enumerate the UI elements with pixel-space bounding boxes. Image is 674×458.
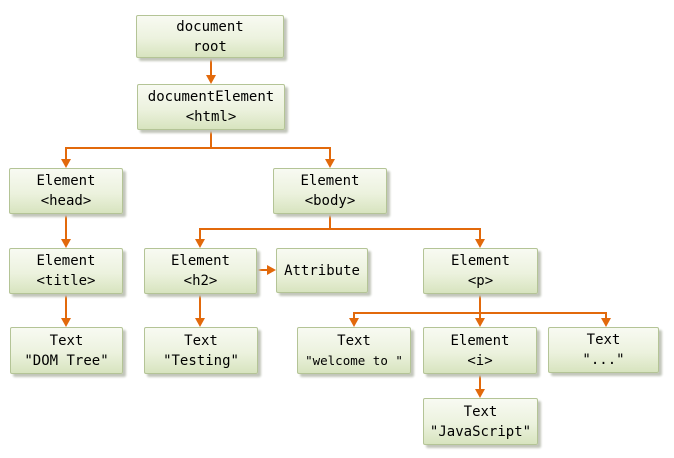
node-element-body: Element <body> <box>273 168 387 214</box>
node-document-root-value: root <box>193 38 227 55</box>
node-text-welcome-type: Text <box>337 332 371 349</box>
arrowhead-testing <box>195 318 205 327</box>
node-text-testing: Text "Testing" <box>144 327 258 374</box>
arrowhead-title <box>61 239 71 248</box>
node-element-i-type: Element <box>450 332 510 349</box>
node-text-dom-tree: Text "DOM Tree" <box>10 327 123 374</box>
node-element-i-value: <i> <box>467 352 493 369</box>
node-element-head-type: Element <box>36 173 96 189</box>
node-text-dom-tree-value: "DOM Tree" <box>24 352 109 369</box>
node-document-root-type: document <box>176 18 244 35</box>
node-attribute: Attribute <box>276 248 368 293</box>
node-document-element: documentElement <html> <box>137 84 285 130</box>
arrowhead-h2 <box>195 239 205 248</box>
node-element-body-value: <body> <box>304 193 356 209</box>
node-text-dom-tree-type: Text <box>49 332 84 349</box>
arrowhead-body <box>325 159 335 168</box>
node-text-testing-value: "Testing" <box>163 352 239 369</box>
node-element-head-value: <head> <box>40 193 92 209</box>
node-text-testing-type: Text <box>184 332 218 349</box>
node-attribute-type: Attribute <box>284 262 360 279</box>
arrowhead-dots <box>601 318 611 327</box>
node-element-p-type: Element <box>450 253 510 269</box>
node-element-h2-type: Element <box>170 253 230 269</box>
node-document-element-value: <html> <box>185 109 237 125</box>
arrowhead-root-html <box>206 75 216 84</box>
node-text-dots-type: Text <box>586 332 621 348</box>
arrowhead-i <box>475 318 485 327</box>
node-element-title: Element <title> <box>9 248 123 294</box>
node-text-javascript-value: "JavaScript" <box>429 423 532 440</box>
node-element-p: Element <p> <box>423 248 538 294</box>
arrowhead-javascript <box>475 389 485 398</box>
arrowhead-head <box>61 159 71 168</box>
arrowhead-welcome <box>349 318 359 327</box>
node-document-root: document root <box>136 15 284 58</box>
node-element-body-type: Element <box>300 173 360 189</box>
node-element-p-value: <p> <box>467 273 494 289</box>
node-element-title-type: Element <box>36 253 96 269</box>
node-element-h2-value: <h2> <box>183 273 218 289</box>
node-text-welcome-value: "welcome to " <box>305 352 403 368</box>
arrowhead-domtree <box>61 318 71 327</box>
node-text-javascript: Text "JavaScript" <box>423 398 538 445</box>
node-text-dots: Text "..." <box>548 327 659 373</box>
node-text-javascript-type: Text <box>463 403 498 420</box>
node-element-head: Element <head> <box>9 168 123 214</box>
arrowhead-attribute <box>267 265 276 275</box>
node-element-h2: Element <h2> <box>144 248 257 294</box>
node-element-title-value: <title> <box>36 273 96 289</box>
node-text-welcome: Text "welcome to " <box>297 327 411 374</box>
node-document-element-type: documentElement <box>147 89 275 105</box>
node-text-dots-value: "..." <box>582 352 625 368</box>
arrowhead-p <box>475 239 485 248</box>
node-element-i: Element <i> <box>423 327 537 374</box>
